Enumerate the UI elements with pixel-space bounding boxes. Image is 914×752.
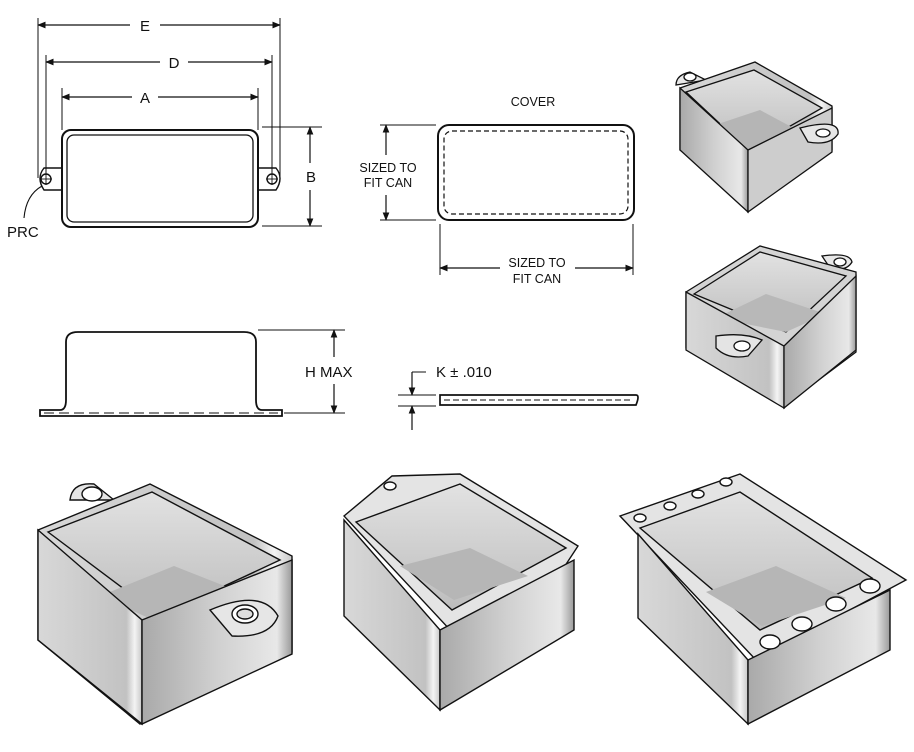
k-tolerance-label: K ± .010 bbox=[436, 364, 492, 381]
two-tab-box-icon bbox=[675, 61, 839, 214]
dim-b-label: B bbox=[306, 169, 316, 186]
side-view bbox=[39, 329, 345, 417]
plan-view bbox=[23, 18, 322, 228]
sized-bottom-line2: FIT CAN bbox=[513, 272, 561, 286]
four-hole-flange-box-icon bbox=[618, 473, 908, 726]
sized-left-line2: FIT CAN bbox=[364, 176, 412, 190]
dim-e-label: E bbox=[140, 18, 150, 35]
dim-d-label: D bbox=[169, 55, 180, 72]
h-max-label: H MAX bbox=[305, 364, 353, 381]
prc-label: PRC bbox=[7, 224, 39, 241]
cover-view bbox=[380, 124, 635, 275]
dim-a-label: A bbox=[140, 90, 150, 107]
cover-side-view bbox=[398, 371, 639, 430]
two-tab-box-large-icon bbox=[37, 483, 293, 726]
sized-left-line1: SIZED TO bbox=[359, 161, 416, 175]
two-corner-flange-box-icon bbox=[342, 473, 579, 712]
sized-bottom-line1: SIZED TO bbox=[508, 256, 565, 270]
cover-label: COVER bbox=[511, 95, 555, 109]
two-tab-box-rotated-icon bbox=[685, 245, 857, 410]
